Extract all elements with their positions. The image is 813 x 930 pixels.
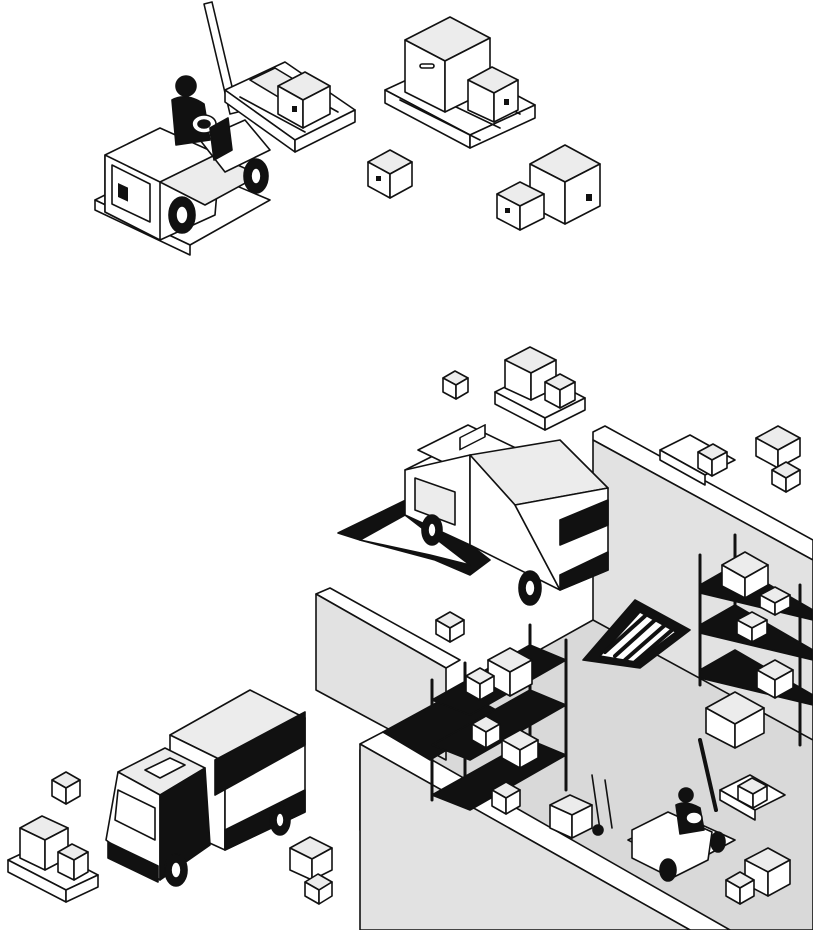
shelf-icon — [698, 533, 813, 747]
pallet-with-boxes-icon — [384, 16, 536, 149]
box-icon — [277, 71, 331, 129]
pallet-with-boxes-icon — [494, 346, 586, 431]
box-icon — [289, 836, 333, 905]
pallet-with-boxes-icon — [7, 815, 99, 903]
truck-icon — [105, 689, 306, 887]
pallet-icon — [659, 434, 736, 486]
box-icon — [442, 370, 469, 400]
box-icon — [496, 181, 545, 231]
box-icon — [51, 771, 81, 805]
box-icon — [705, 691, 765, 749]
box-icon — [755, 425, 801, 493]
box-icon — [435, 611, 465, 643]
truck-icon — [404, 423, 609, 606]
driver-icon — [171, 75, 217, 146]
hand-truck-icon — [549, 774, 613, 839]
warehouse-icon — [315, 346, 813, 930]
tow-tractor-icon — [94, 1, 356, 256]
box-icon — [529, 144, 601, 225]
shelf-icon — [430, 623, 568, 815]
box-icon — [367, 149, 413, 199]
box-icon — [725, 847, 791, 905]
tow-tractor-icon — [627, 738, 786, 882]
